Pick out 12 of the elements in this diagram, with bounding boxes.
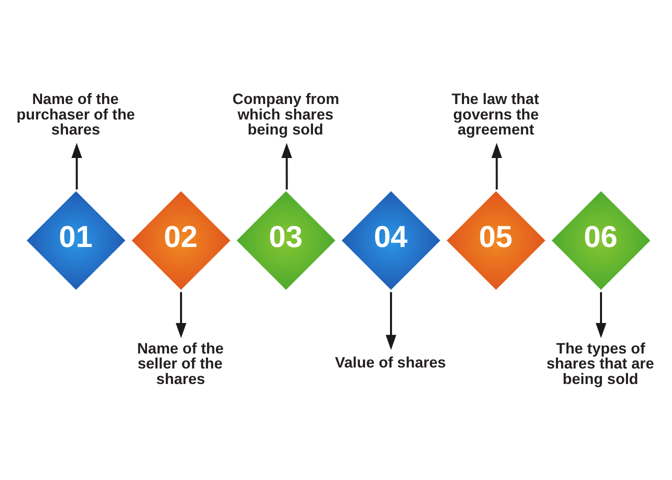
arrow xyxy=(596,292,606,338)
node-text: Value of shares xyxy=(334,354,446,372)
node-text: The law that governs the agreement xyxy=(452,90,539,138)
arrow xyxy=(281,142,292,190)
node-text: Name of the purchaser of the shares xyxy=(16,90,135,138)
node-text: Company from which shares being sold xyxy=(232,90,340,138)
arrow xyxy=(71,142,82,190)
arrow xyxy=(386,292,396,350)
node-text: The types of shares that are being sold xyxy=(546,340,654,388)
arrow xyxy=(176,292,186,338)
arrow xyxy=(491,142,502,190)
node-text: Name of the seller of the shares xyxy=(137,340,224,388)
